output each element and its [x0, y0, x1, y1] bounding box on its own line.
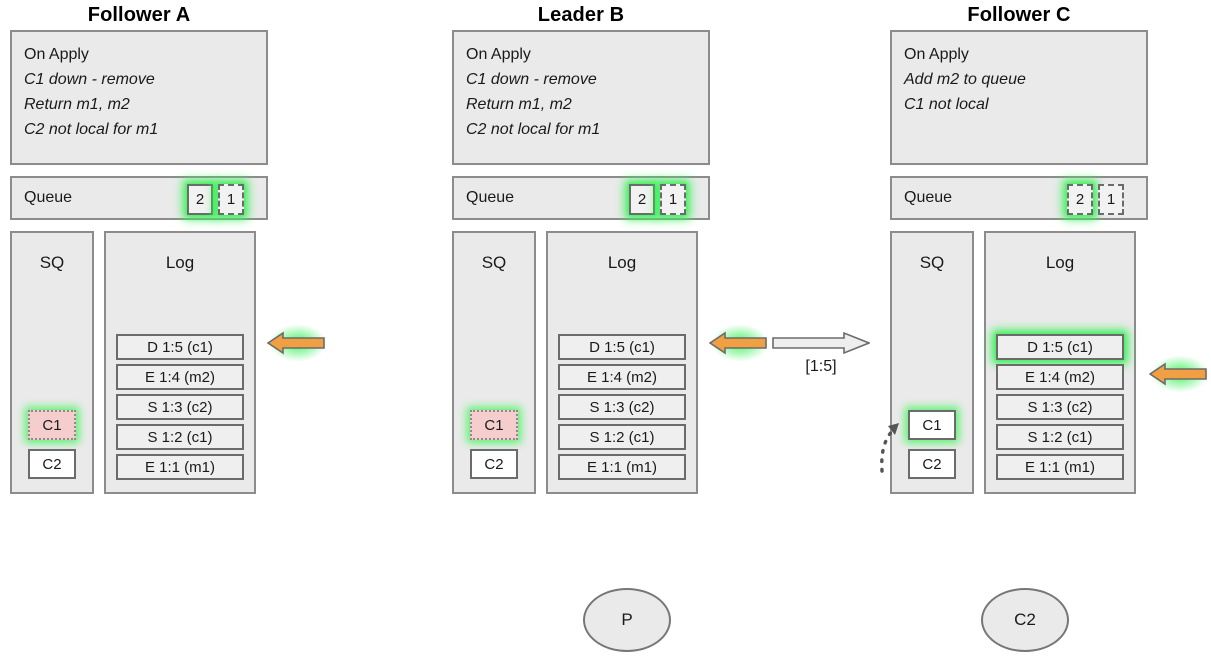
log-entry[interactable]: E 1:4 (m2): [116, 364, 244, 390]
apply-header: On Apply: [24, 46, 89, 63]
log-entry[interactable]: S 1:2 (c1): [558, 424, 686, 450]
queue-slot[interactable]: 2: [629, 184, 655, 215]
log-entry[interactable]: S 1:3 (c2): [558, 394, 686, 420]
log-entry[interactable]: E 1:1 (m1): [558, 454, 686, 480]
sq-header: SQ: [919, 253, 945, 272]
sq-panel-follower-a: SQ C1 C2: [10, 231, 94, 494]
apply-panel-follower-a: On Apply C1 down - remove Return m1, m2 …: [10, 30, 268, 165]
queue-panel-follower-a: Queue 2 1: [10, 176, 268, 220]
page-title-follower-a: Follower A: [87, 4, 191, 26]
apply-header: On Apply: [904, 46, 969, 63]
sq-item-c1[interactable]: C1: [28, 410, 76, 440]
node-column-follower-c: Follower C On Apply Add m2 to queue C1 n…: [890, 0, 1148, 494]
log-entries: D 1:5 (c1) E 1:4 (m2) S 1:3 (c2) S 1:2 (…: [116, 334, 244, 480]
queue-label: Queue: [24, 189, 73, 206]
sq-item-c2[interactable]: C2: [470, 449, 518, 479]
sq-item-c2[interactable]: C2: [908, 449, 956, 479]
commit-pointer-arrow-follower-c: [1149, 361, 1207, 387]
apply-line: Add m2 to queue: [904, 71, 1026, 88]
client-node-c2[interactable]: C2: [981, 588, 1069, 652]
sq-item-c2[interactable]: C2: [28, 449, 76, 479]
log-header: Log: [1045, 253, 1075, 272]
log-panel-follower-a: Log D 1:5 (c1) E 1:4 (m2) S 1:3 (c2) S 1…: [104, 231, 256, 494]
apply-line: Return m1, m2: [466, 96, 572, 113]
sq-panel-leader-b: SQ C1 C2: [452, 231, 536, 494]
client-node-p[interactable]: P: [583, 588, 671, 652]
dotted-enqueue-arrow-icon: [868, 405, 908, 475]
log-entry[interactable]: E 1:1 (m1): [996, 454, 1124, 480]
log-header: Log: [607, 253, 637, 272]
apply-line: C1 down - remove: [24, 71, 155, 88]
queue-slot[interactable]: 1: [1098, 184, 1124, 215]
log-entry[interactable]: S 1:3 (c2): [996, 394, 1124, 420]
queue-label: Queue: [466, 189, 515, 206]
apply-line: C2 not local for m1: [24, 121, 159, 138]
queue-slots: 2 1: [1067, 184, 1124, 215]
node-column-leader-b: Leader B On Apply C1 down - remove Retur…: [452, 0, 710, 494]
queue-slot[interactable]: 2: [1067, 184, 1093, 215]
log-panel-leader-b: Log D 1:5 (c1) E 1:4 (m2) S 1:3 (c2) S 1…: [546, 231, 698, 494]
queue-label: Queue: [904, 189, 953, 206]
commit-pointer-arrow-follower-a: [267, 330, 325, 356]
apply-panel-follower-c: On Apply Add m2 to queue C1 not local: [890, 30, 1148, 165]
log-panel-follower-c: Log D 1:5 (c1) E 1:4 (m2) S 1:3 (c2) S 1…: [984, 231, 1136, 494]
queue-slot[interactable]: 2: [187, 184, 213, 215]
log-entry[interactable]: D 1:5 (c1): [558, 334, 686, 360]
log-entries: D 1:5 (c1) E 1:4 (m2) S 1:3 (c2) S 1:2 (…: [558, 334, 686, 480]
store-row-follower-c: SQ C1 C2 Log D 1:5 (c1) E 1:4 (m2) S 1:3…: [890, 231, 1148, 494]
log-entry[interactable]: D 1:5 (c1): [116, 334, 244, 360]
page-title-follower-c: Follower C: [967, 4, 1071, 26]
queue-slots: 2 1: [187, 184, 244, 215]
log-entry[interactable]: S 1:3 (c2): [116, 394, 244, 420]
sq-panel-follower-c: SQ C1 C2: [890, 231, 974, 494]
store-row-leader-b: SQ C1 C2 Log D 1:5 (c1) E 1:4 (m2) S 1:3…: [452, 231, 710, 494]
queue-panel-leader-b: Queue 2 1: [452, 176, 710, 220]
apply-line: C1 down - remove: [466, 71, 597, 88]
replication-arrow: [772, 330, 872, 356]
node-column-follower-a: Follower A On Apply C1 down - remove Ret…: [10, 0, 268, 494]
apply-line: Return m1, m2: [24, 96, 130, 113]
log-entry[interactable]: D 1:5 (c1): [996, 334, 1124, 360]
log-entry[interactable]: S 1:2 (c1): [996, 424, 1124, 450]
log-entry[interactable]: S 1:2 (c1): [116, 424, 244, 450]
queue-panel-follower-c: Queue 2 1: [890, 176, 1148, 220]
sq-item-c1[interactable]: C1: [470, 410, 518, 440]
log-entries: D 1:5 (c1) E 1:4 (m2) S 1:3 (c2) S 1:2 (…: [996, 334, 1124, 480]
apply-header: On Apply: [466, 46, 531, 63]
page-title-leader-b: Leader B: [537, 4, 625, 26]
commit-pointer-arrow-leader-b: [709, 330, 767, 356]
sq-items: C1 C2: [454, 410, 534, 479]
sq-item-c1[interactable]: C1: [908, 410, 956, 440]
sq-items: C1 C2: [12, 410, 92, 479]
apply-line: C2 not local for m1: [466, 121, 601, 138]
store-row-follower-a: SQ C1 C2 Log D 1:5 (c1) E 1:4 (m2) S 1:3…: [10, 231, 268, 494]
sq-header: SQ: [39, 253, 65, 272]
replication-label: [1:5]: [805, 358, 837, 375]
sq-items: C1 C2: [892, 410, 972, 479]
log-entry[interactable]: E 1:4 (m2): [558, 364, 686, 390]
log-entry[interactable]: E 1:1 (m1): [116, 454, 244, 480]
sq-header: SQ: [481, 253, 507, 272]
queue-slot[interactable]: 1: [218, 184, 244, 215]
log-entry[interactable]: E 1:4 (m2): [996, 364, 1124, 390]
apply-line: C1 not local: [904, 96, 989, 113]
apply-panel-leader-b: On Apply C1 down - remove Return m1, m2 …: [452, 30, 710, 165]
queue-slots: 2 1: [629, 184, 686, 215]
queue-slot[interactable]: 1: [660, 184, 686, 215]
log-header: Log: [165, 253, 195, 272]
